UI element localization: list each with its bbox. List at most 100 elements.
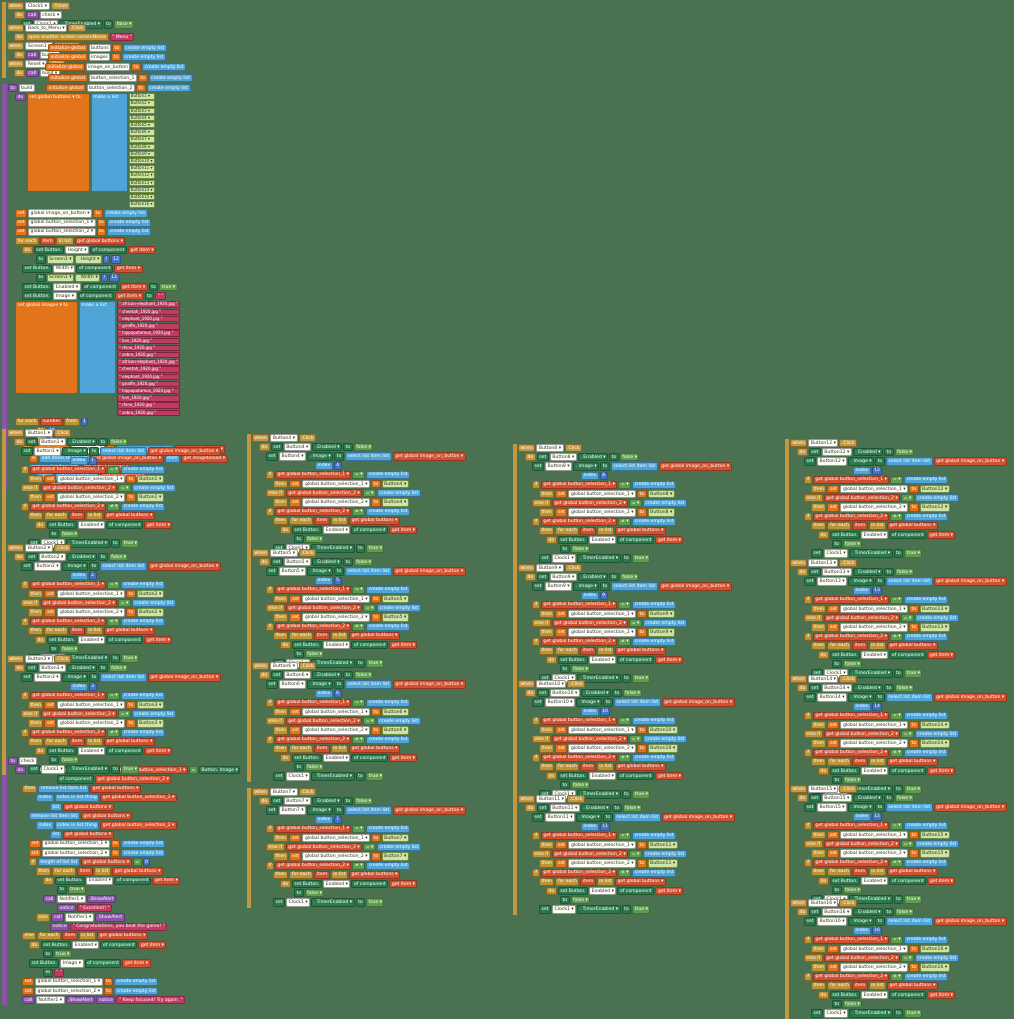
dropdown-field[interactable]: global button_selection_2 ▾ (28, 227, 96, 237)
component-setter-block[interactable]: set Button. (557, 656, 589, 665)
event-block[interactable]: .Click (298, 434, 316, 443)
control-block[interactable]: if (804, 632, 812, 641)
dropdown-field[interactable]: button_selection_2 (86, 84, 135, 93)
component-setter-block[interactable]: . Enabled ▾ (852, 684, 884, 693)
event-block[interactable]: when (252, 662, 270, 671)
component-block[interactable]: Button6 ▾ (128, 129, 155, 136)
math-block[interactable]: 3 (88, 682, 97, 691)
control-block[interactable]: if (29, 858, 37, 867)
logic-block[interactable]: = ▾ (901, 614, 914, 623)
variable-set-block[interactable]: to (637, 508, 647, 517)
control-block[interactable]: then (539, 646, 555, 656)
dropdown-field[interactable]: Enabled ▾ (861, 877, 889, 886)
component-setter-block[interactable]: set Button. (291, 641, 323, 650)
list-block[interactable]: create empty list (366, 824, 411, 834)
component-block[interactable]: Button1 ▾ (128, 93, 155, 100)
event-block[interactable]: do (525, 689, 536, 698)
component-block[interactable]: Button10 ▾ (647, 726, 678, 735)
text-block[interactable]: " giraffe_1920.jpg " (117, 323, 180, 330)
control-block[interactable]: in list (596, 877, 615, 887)
event-block[interactable]: .Click (298, 549, 316, 558)
event-block[interactable]: .Click (839, 559, 857, 568)
component-setter-block[interactable]: . TimerEnabled ▾ (849, 669, 893, 678)
component-setter-block[interactable]: to (43, 950, 53, 959)
list-block[interactable]: create empty list (904, 595, 949, 605)
variable-get-block[interactable]: item (69, 626, 85, 636)
variable-set-block[interactable]: set (29, 839, 42, 849)
variable-set-block[interactable]: to (637, 841, 647, 850)
logic-block[interactable]: false ▾ (59, 645, 80, 654)
control-block[interactable]: for each (827, 867, 852, 877)
component-setter-block[interactable]: of component (889, 531, 927, 540)
variable-set-block[interactable]: in (29, 454, 39, 463)
component-block[interactable]: Button15 ▾ (128, 194, 155, 201)
dropdown-field[interactable]: Enabled ▾ (589, 656, 617, 665)
variable-get-block[interactable]: get global button_selection_1 ▾ (540, 600, 618, 610)
logic-block[interactable]: = ▾ (629, 735, 642, 744)
event-block[interactable]: .Click (839, 899, 857, 908)
dropdown-field[interactable]: Button16 ▾ (817, 917, 848, 926)
component-setter-block[interactable]: set (808, 794, 821, 803)
dropdown-field[interactable]: global button_selection_1 ▾ (57, 701, 126, 710)
dropdown-field[interactable]: global button_selection_1 ▾ (568, 841, 637, 850)
list-block[interactable]: create empty list (103, 209, 148, 218)
dropdown-field[interactable]: Clock1 ▾ (552, 554, 577, 563)
component-setter-block[interactable]: set (536, 573, 549, 582)
component-setter-block[interactable]: to (893, 785, 904, 794)
variable-get-block[interactable]: get global button_selection_2 ▾ (274, 507, 352, 516)
variable-get-block[interactable]: get global button_selection_1 ▾ (812, 821, 890, 831)
variable-get-block[interactable]: get global image_on_button ▾ (661, 698, 735, 707)
component-setter-block[interactable]: set Button. (557, 887, 589, 896)
logic-block[interactable]: true ▾ (366, 659, 385, 668)
component-block[interactable]: . Width ▾ (75, 273, 101, 283)
component-setter-block[interactable]: . Enabled ▾ (577, 573, 609, 582)
procedure-block[interactable]: call (25, 11, 39, 20)
component-setter-block[interactable]: to (621, 674, 632, 683)
component-setter-block[interactable]: . Image ▾ (573, 582, 600, 591)
dropdown-field[interactable]: global button_selection_1 ▾ (568, 726, 637, 735)
control-block[interactable]: else if (804, 840, 823, 849)
procedure-block[interactable]: to (8, 84, 18, 93)
logic-block[interactable]: true ▾ (904, 895, 923, 904)
dropdown-field[interactable]: Button15 ▾ (808, 785, 839, 794)
text-block[interactable]: " hippopotamus_1920.jpg " (117, 387, 180, 395)
component-setter-block[interactable]: set (532, 813, 545, 822)
dropdown-field[interactable]: Clock1 ▾ (824, 1009, 849, 1018)
list-block[interactable]: create empty list (632, 517, 677, 526)
logic-block[interactable]: ≠ ▾ (618, 753, 632, 762)
variable-set-block[interactable]: initialize global (48, 74, 88, 83)
component-block[interactable]: Button1 ▾ (136, 475, 164, 484)
variable-get-block[interactable]: item (69, 737, 85, 747)
component-setter-block[interactable]: to (110, 539, 121, 548)
variable-get-block[interactable]: get global buttons ▾ (349, 744, 400, 754)
dropdown-field[interactable]: buttons (88, 44, 112, 53)
component-setter-block[interactable]: set (270, 797, 283, 806)
variable-get-block[interactable]: get item ▾ (389, 880, 418, 889)
control-block[interactable]: do (43, 876, 54, 885)
text-block[interactable]: " zebra_1920.jpg " (117, 409, 180, 416)
component-setter-block[interactable]: . Image ▾ (848, 457, 875, 466)
dropdown-field[interactable]: global button_selection_1 ▾ (568, 610, 637, 619)
list-block[interactable]: create empty list (632, 637, 677, 646)
dropdown-field[interactable]: image_on_button (85, 63, 131, 72)
event-block[interactable]: .Click (53, 655, 71, 664)
control-block[interactable]: else if (532, 850, 551, 859)
dropdown-field[interactable]: Button4 ▾ (283, 443, 311, 452)
logic-block[interactable]: false ▾ (353, 558, 374, 567)
dropdown-field[interactable]: Button16 ▾ (808, 899, 839, 908)
event-block[interactable]: when (518, 444, 536, 453)
logic-block[interactable]: = ▾ (118, 710, 131, 719)
text-block[interactable]: " " (155, 292, 166, 301)
control-block[interactable]: if (266, 735, 274, 744)
component-setter-block[interactable]: of component (114, 876, 152, 885)
component-setter-block[interactable]: to (148, 283, 159, 292)
control-block[interactable]: in list (78, 931, 96, 941)
variable-get-block[interactable]: get global image_on_button ▾ (933, 917, 1007, 926)
variable-set-block[interactable]: set global images ▾ to (15, 301, 78, 395)
component-setter-block[interactable]: set (539, 554, 552, 563)
control-block[interactable]: do (818, 531, 829, 540)
list-block[interactable]: create empty list (121, 502, 166, 511)
